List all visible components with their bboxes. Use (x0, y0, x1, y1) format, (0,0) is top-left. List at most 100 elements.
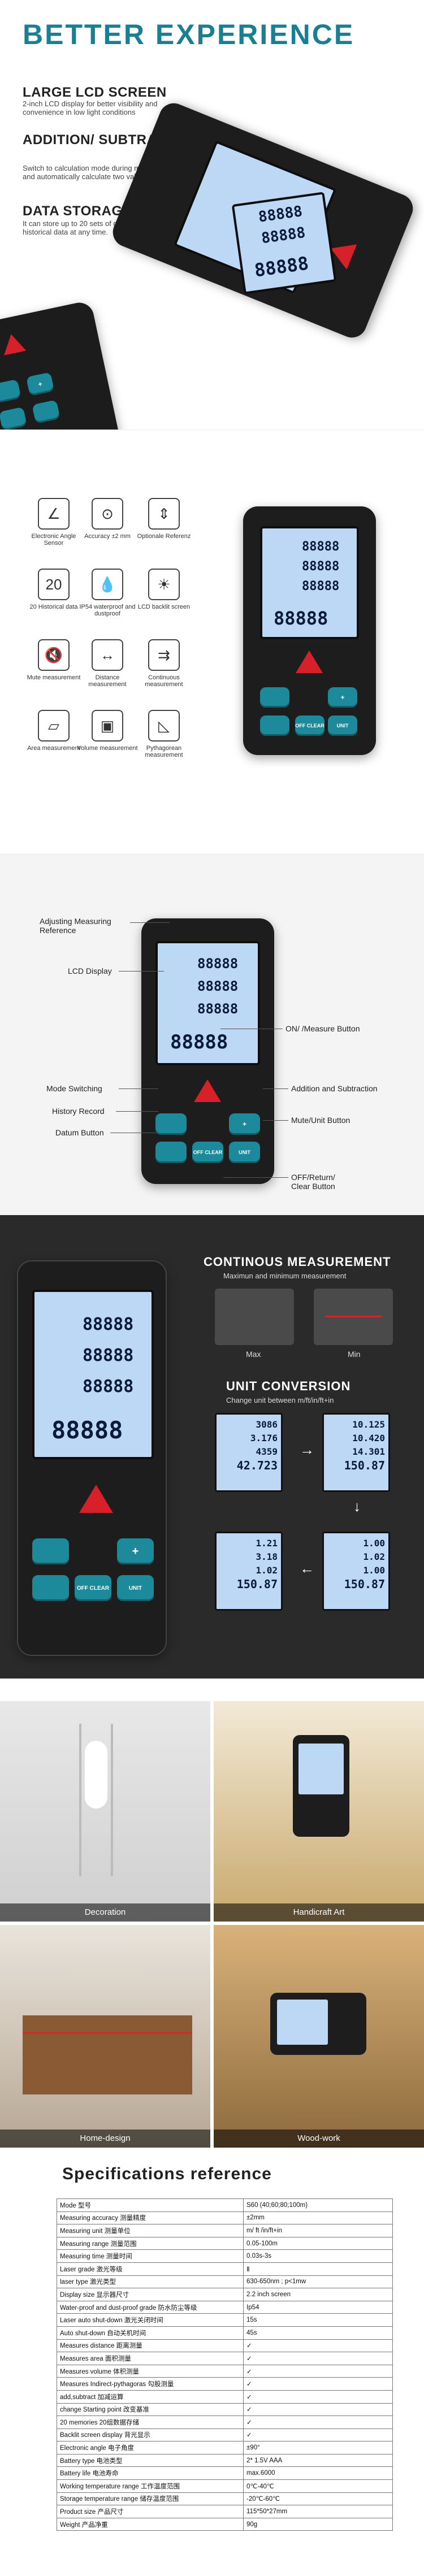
mode-key (155, 1113, 187, 1135)
meas-icon (0, 332, 27, 355)
off-clear-key: OFF CLEAR (295, 715, 325, 736)
callout-on-meas: ON/ /Measure Button (285, 1024, 360, 1033)
spec-key: Mode 型号 (57, 2198, 244, 2212)
backlight-icon: ☀ (148, 569, 180, 600)
spec-value: ✓ (243, 2352, 393, 2365)
spec-value: 2* 1.5V AAA (243, 2453, 393, 2467)
specs-title: Specifications reference (62, 2165, 272, 2183)
volume-icon: ▣ (92, 710, 123, 741)
spec-key: Backlit screen display 背光显示 (57, 2428, 244, 2442)
spec-row: Measures distance 距离测量✓ (57, 2339, 393, 2353)
accuracy-icon: ⊙ (92, 498, 123, 530)
spec-value: 630-650nm ; p<1mw (243, 2275, 393, 2289)
spec-value: ✓ (243, 2339, 393, 2353)
spec-key: Working temperature range 工作温度范围 (57, 2479, 244, 2493)
plus-key: + (328, 687, 357, 708)
spec-value: ±2mm (243, 2211, 393, 2225)
spec-value: 15s (243, 2313, 393, 2327)
function-label: IP54 waterproof and dustproof (79, 604, 136, 617)
scene-home-design: Home-design (0, 1925, 210, 2148)
callout-line (119, 1088, 158, 1089)
spec-value: ✓ (243, 2428, 393, 2442)
spec-key: Auto shut-down 自动关机时间 (57, 2326, 244, 2340)
device-front: 88888 88888 88888 88888 + OFF CLEAR UNIT (243, 506, 376, 755)
hero-section: BETTER EXPERIENCE LARGE LCD SCREEN 2-inc… (0, 0, 424, 430)
device-screen: 88888 88888 88888 88888 (32, 1290, 154, 1459)
spec-key: Measures area 面积测量 (57, 2352, 244, 2365)
function-item: ⇉Continuous measurement (133, 639, 195, 688)
function-item: ∠Electronic Angle Sensor (23, 498, 85, 547)
spec-key: change Starting point 改变基准 (57, 2402, 244, 2417)
scene-decoration: Decoration (0, 1701, 210, 1922)
function-label: Area measurement (27, 745, 80, 752)
history-key (0, 406, 27, 430)
spec-row: Storage temperature range 储存温度范围-20℃-60℃ (57, 2492, 393, 2506)
device-screen: 88888 88888 88888 88888 (260, 526, 359, 639)
spec-key: Storage temperature range 储存温度范围 (57, 2492, 244, 2506)
waterproof-icon: 💧 (92, 569, 123, 600)
function-label: Pythagorean measurement (145, 745, 183, 758)
spec-value: 0℃-40℃ (243, 2479, 393, 2493)
history-key (32, 1575, 69, 1601)
device-photo (270, 1993, 366, 2055)
spec-value: ✓ (243, 2415, 393, 2429)
spec-value: ✓ (243, 2364, 393, 2378)
feature-title-storage: DATA STORAGE (23, 203, 132, 219)
laser-line (23, 2032, 192, 2033)
unit-key: UNIT (229, 1142, 260, 1163)
spec-key: Measures distance 距离测量 (57, 2339, 244, 2353)
spec-key: Measures Indirect-pythagoras 勾股测量 (57, 2377, 244, 2391)
max-illustration (215, 1289, 294, 1345)
spec-key: Measuring time 测量时间 (57, 2249, 244, 2263)
spec-row: Measures Indirect-pythagoras 勾股测量✓ (57, 2377, 393, 2391)
function-item: ↔Distance measurement (76, 639, 139, 688)
function-label: Distance measurement (88, 674, 127, 688)
spec-key: Laser grade 激光等级 (57, 2262, 244, 2276)
function-item: ☀LCD backlit screen (133, 569, 195, 610)
spec-key: Display size 显示器尺寸 (57, 2288, 244, 2301)
callout-off: OFF/Return/ Clear Button (291, 1173, 335, 1191)
callout-adjusting: Adjusting Measuring Reference (40, 917, 111, 935)
device-corner: + (0, 300, 122, 430)
continuous-icon: ⇉ (148, 639, 180, 671)
device-photo (293, 1735, 349, 1837)
plus-key: + (229, 1113, 260, 1135)
spec-value: -20℃-60℃ (243, 2492, 393, 2506)
spec-value: 0.05-100m (243, 2236, 393, 2250)
function-item: ▣Volume measurement (76, 710, 139, 752)
unit-conversion-title: UNIT CONVERSION (226, 1379, 351, 1393)
function-label: Accuracy ±2 mm (84, 533, 131, 540)
arrow-left-icon: ← (300, 1560, 314, 1577)
spec-key: Battery type 电池类型 (57, 2453, 244, 2467)
plus-key: + (117, 1538, 154, 1564)
spec-key: Laser auto shut-down 激光关闭时间 (57, 2313, 244, 2327)
spec-row: Electronic angle 电子角度±90° (57, 2441, 393, 2454)
spec-key: Battery life 电池寿命 (57, 2466, 244, 2480)
scene-wood-work: Wood-work (214, 1925, 424, 2148)
spec-key: Measuring range 测量范围 (57, 2236, 244, 2250)
device-large: 88888 88888 88888 88888 + OFF CLEAR UNIT (17, 1260, 167, 1656)
spec-key: 20 memories 20组数据存储 (57, 2415, 244, 2429)
spec-key: Measuring unit 测量单位 (57, 2224, 244, 2237)
spec-value: m/ ft /in/ft+in (243, 2224, 393, 2237)
spec-value: Ⅱ (243, 2262, 393, 2276)
continuous-subtitle: Maximun and minimum measurement (223, 1272, 347, 1280)
callout-line (130, 922, 170, 923)
continuous-title: CONTINOUS MEASUREMENT (204, 1255, 391, 1269)
spec-key: laser type 激光类型 (57, 2275, 244, 2289)
spec-row: Measures area 面积测量✓ (57, 2352, 393, 2365)
function-item: ▱Area measurement (23, 710, 85, 752)
hero-title: BETTER EXPERIENCE (23, 19, 355, 50)
